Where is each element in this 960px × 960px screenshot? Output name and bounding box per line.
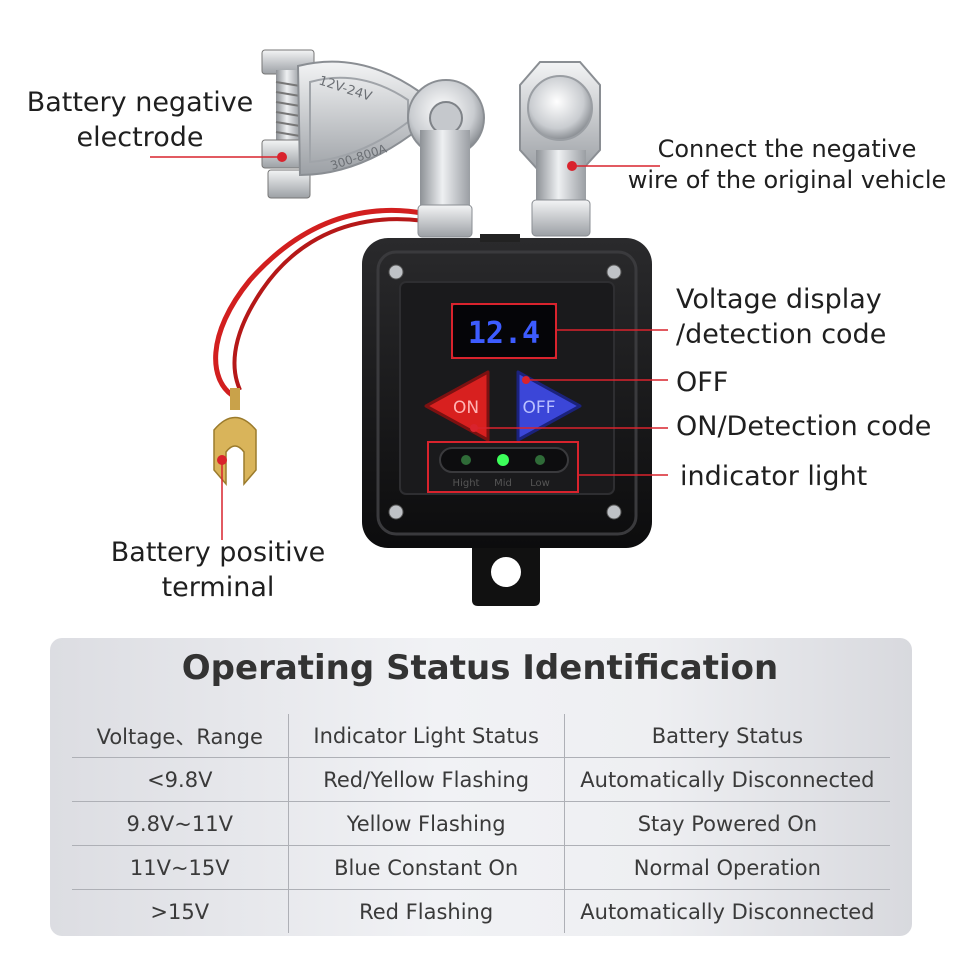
svg-text:OFF: OFF xyxy=(523,398,556,418)
cell-battery-status: Automatically Disconnected xyxy=(563,889,890,933)
battery-clamp: 12V-24V 300-800A xyxy=(261,49,485,238)
cell-indicator: Red/Yellow Flashing xyxy=(287,757,565,802)
svg-text:Mid: Mid xyxy=(494,478,512,489)
cell-voltage: 9.8V~11V xyxy=(72,801,289,846)
led-mid xyxy=(497,454,509,466)
label-voltage-display: Voltage display /detection code xyxy=(676,284,887,350)
cell-voltage: >15V xyxy=(150,899,210,924)
cell-battery-status: Normal Operation xyxy=(563,845,890,890)
fork-terminal xyxy=(213,388,257,487)
label-connect-negative: Connect the negative wire of the origina… xyxy=(627,135,947,194)
table-row: <9.8V Red/Yellow Flashing Automatically … xyxy=(72,757,890,802)
cell-indicator: Red Flashing xyxy=(287,889,565,933)
header-voltage: Voltage、Range xyxy=(72,714,289,758)
header-battery-status: Battery Status xyxy=(563,714,890,758)
status-table: Voltage、Range Indicator Light Status Bat… xyxy=(72,714,890,933)
table-row: 9.8V~11V Yellow Flashing Stay Powered On xyxy=(72,801,890,846)
indicator-panel: Hight Mid Low xyxy=(439,447,569,489)
cell-indicator: Yellow Flashing xyxy=(287,801,565,846)
led-low xyxy=(535,455,545,465)
display-reading: 12.4 xyxy=(468,316,540,351)
table-row: 11V~15V Blue Constant On Normal Operatio… xyxy=(72,845,890,890)
voltage-display: 12.4 xyxy=(451,303,557,359)
cell-battery-status: Stay Powered On xyxy=(563,801,890,846)
cell-voltage: <9.8V xyxy=(72,757,289,802)
switch-housing xyxy=(362,234,652,606)
svg-text:ON: ON xyxy=(453,398,479,418)
label-off: OFF xyxy=(676,367,729,398)
table-header-row: Voltage、Range Indicator Light Status Bat… xyxy=(72,714,890,758)
label-on-detection: ON/Detection code xyxy=(676,411,932,442)
svg-text:Low: Low xyxy=(530,478,550,489)
label-battery-positive: Battery positive terminal xyxy=(110,537,326,603)
svg-text:Hight: Hight xyxy=(453,478,480,489)
table-row: >15V Red Flashing Automatically Disconne… xyxy=(72,889,890,933)
header-indicator: Indicator Light Status xyxy=(287,714,565,758)
negative-post xyxy=(519,61,601,237)
label-battery-negative: Battery negative electrode xyxy=(26,87,254,153)
cell-voltage: 11V~15V xyxy=(72,845,289,890)
cell-indicator: Blue Constant On xyxy=(287,845,565,890)
label-indicator-light: indicator light xyxy=(680,461,868,492)
cell-battery-status: Automatically Disconnected xyxy=(563,757,890,802)
led-high xyxy=(461,455,471,465)
callout-lines xyxy=(150,156,668,540)
table-title: Operating Status Identification xyxy=(181,648,779,688)
on-button[interactable]: ON xyxy=(424,370,490,442)
off-button[interactable]: OFF xyxy=(516,370,582,442)
product-illustration: 12V-24V 300-800A 12.4 ON OFF xyxy=(150,49,668,606)
